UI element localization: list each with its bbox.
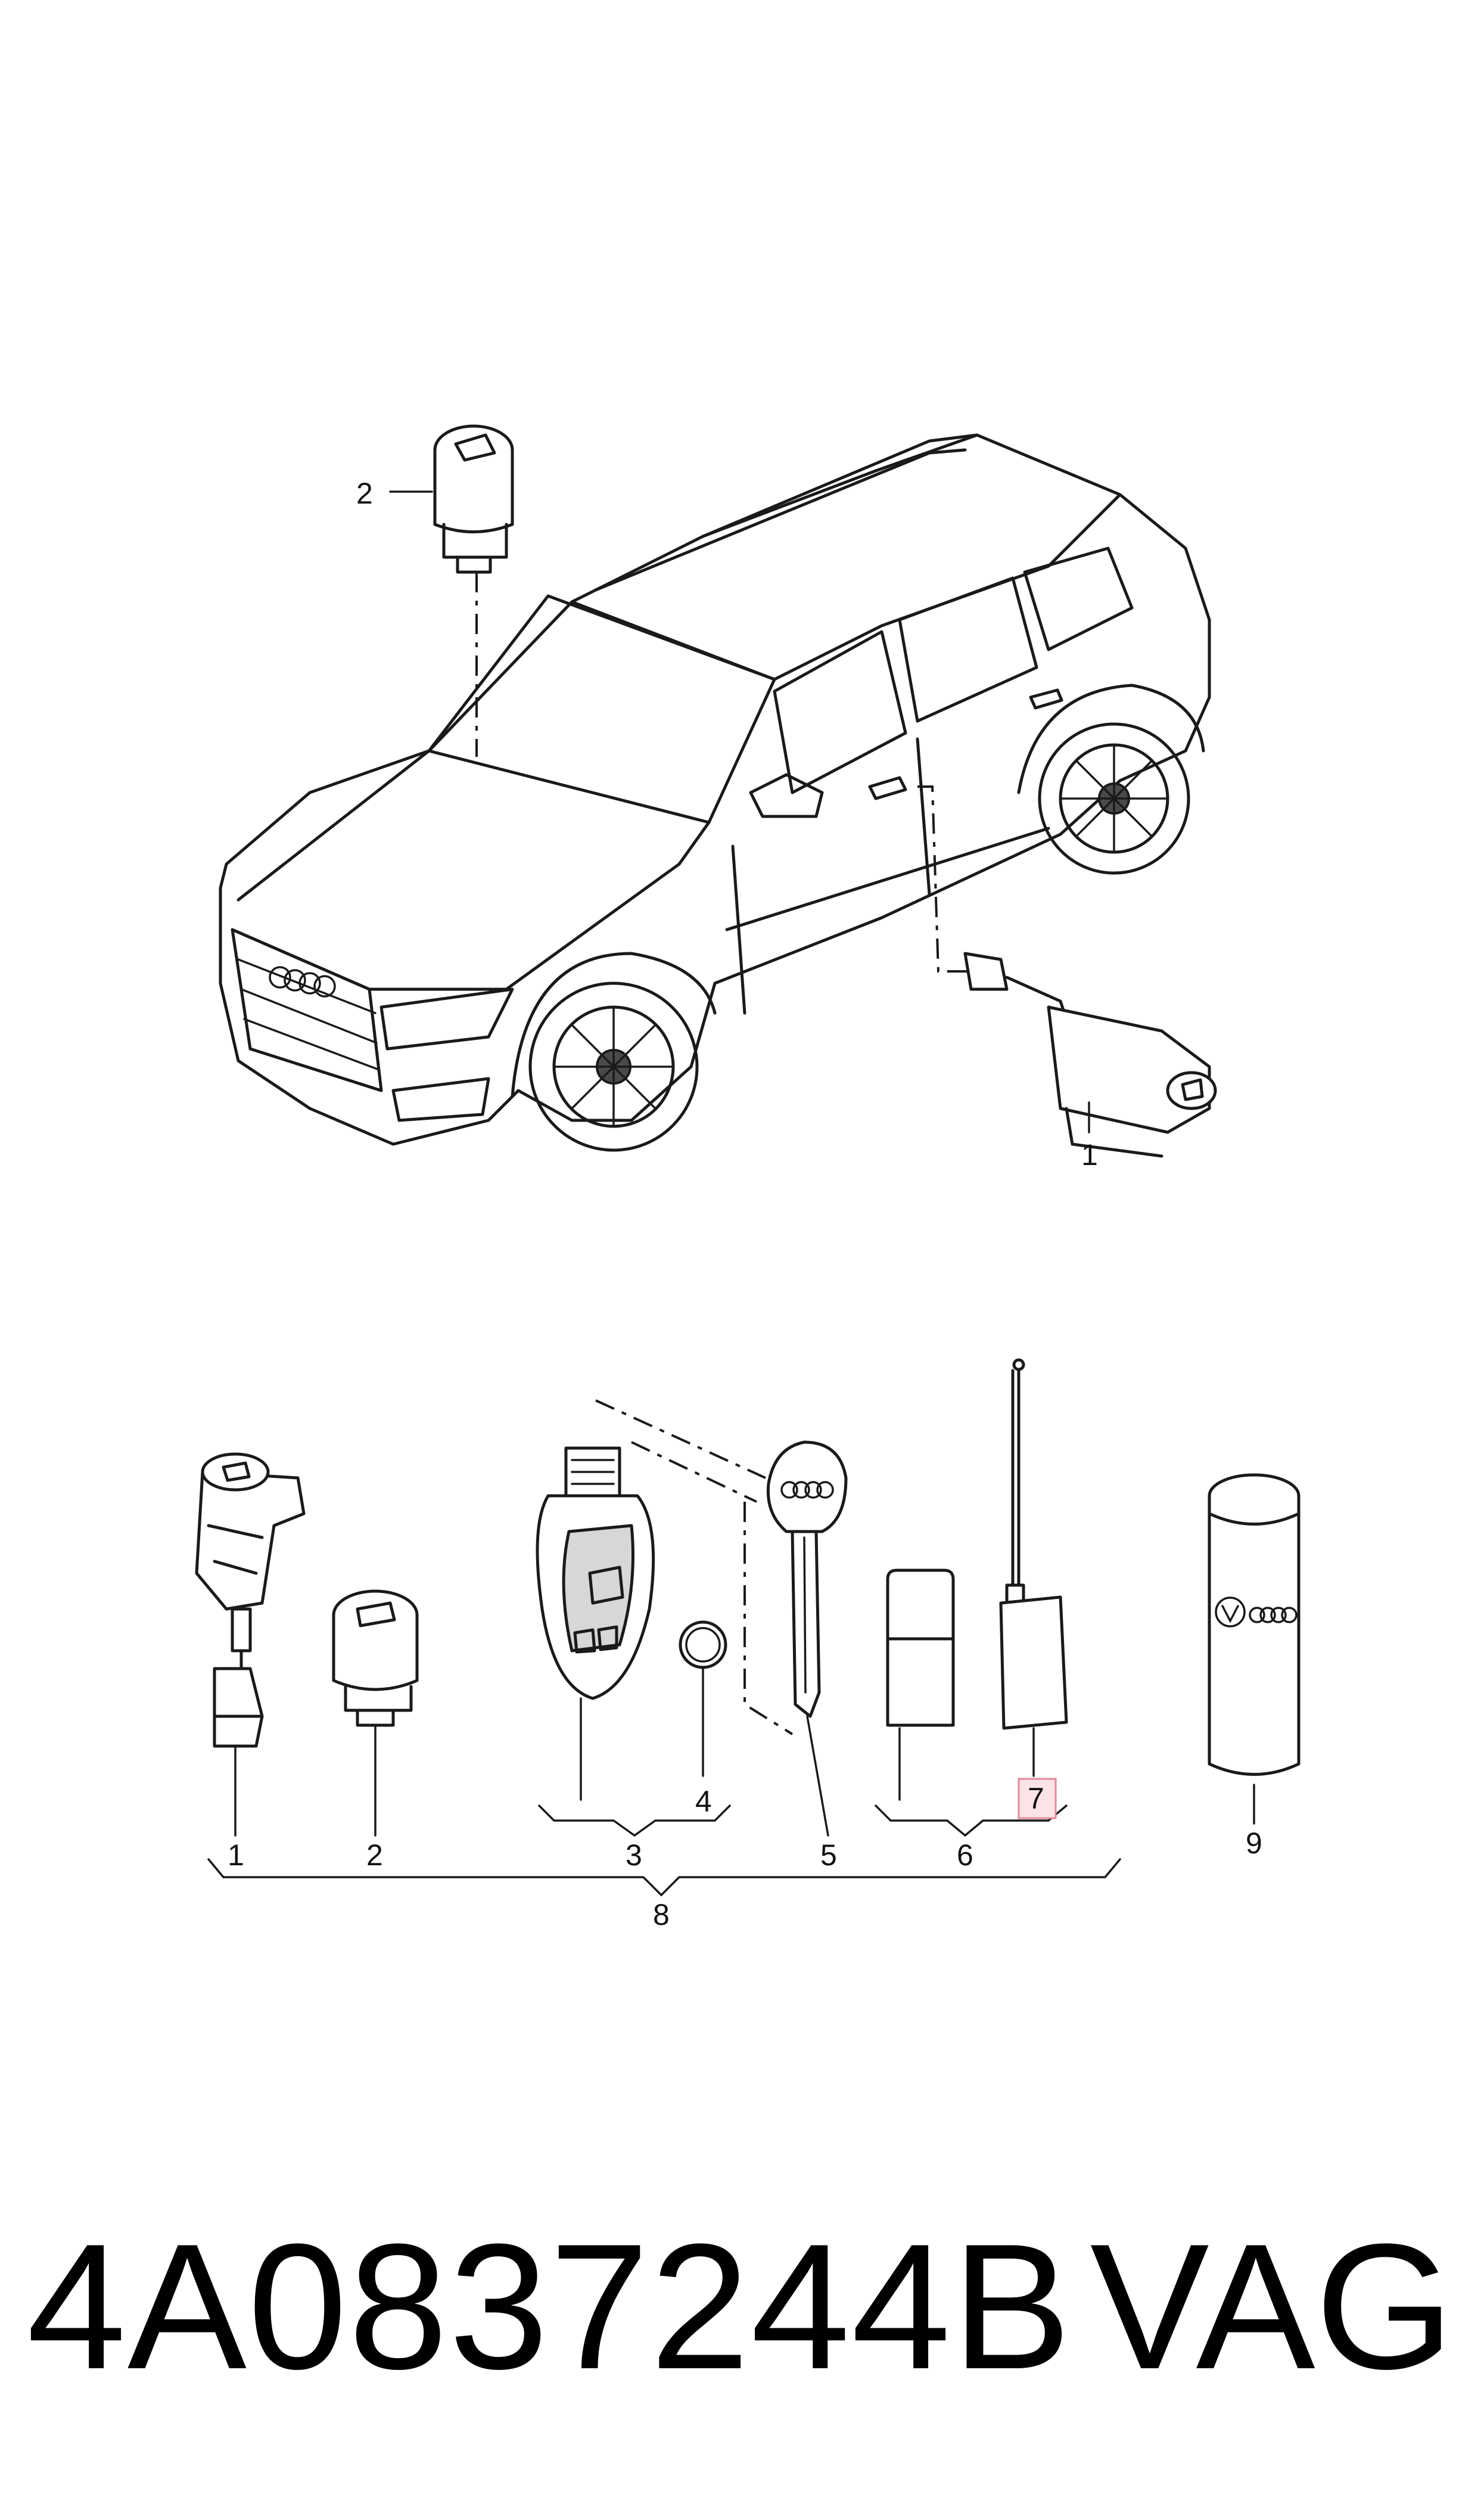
part-number: 4A0837244B — [27, 2206, 1072, 2406]
callout-top-1: 1 — [1081, 1138, 1098, 1172]
bracket-6 — [875, 1804, 1068, 1837]
callout-top-2: 2 — [356, 477, 373, 510]
part-4-battery — [679, 1620, 727, 1669]
part-1-door-lock-module — [195, 1452, 306, 1748]
brand-label: VAG — [1090, 2206, 1454, 2406]
part-2-lock-cylinder — [332, 1589, 419, 1727]
part-6-key-card — [886, 1568, 955, 1727]
callout-7: 7 — [1028, 1782, 1044, 1815]
callout-8: 8 — [653, 1898, 670, 1931]
callout-4: 4 — [695, 1785, 712, 1818]
part-3-key-fob — [536, 1446, 655, 1700]
top-door-lock-assembly — [917, 785, 1217, 1158]
fob-key-dash — [595, 1399, 794, 1735]
callout-7-highlight — [1018, 1778, 1057, 1819]
vehicle-illustration — [219, 433, 1211, 1152]
bracket-8 — [207, 1858, 1121, 1897]
part-9-spray-can — [1208, 1473, 1301, 1776]
callout-3: 3 — [626, 1838, 642, 1872]
callout-1: 1 — [228, 1838, 244, 1872]
bracket-3 — [538, 1804, 731, 1837]
part-7-transponder-tag — [999, 1358, 1068, 1730]
callout-6: 6 — [957, 1838, 973, 1872]
callout-5: 5 — [820, 1838, 837, 1872]
part-5-leader — [806, 1715, 829, 1837]
callout-9: 9 — [1246, 1827, 1262, 1860]
part-5-key-blade — [766, 1440, 848, 1718]
top-lock-cylinder — [433, 424, 514, 574]
callout-2: 2 — [366, 1838, 383, 1872]
